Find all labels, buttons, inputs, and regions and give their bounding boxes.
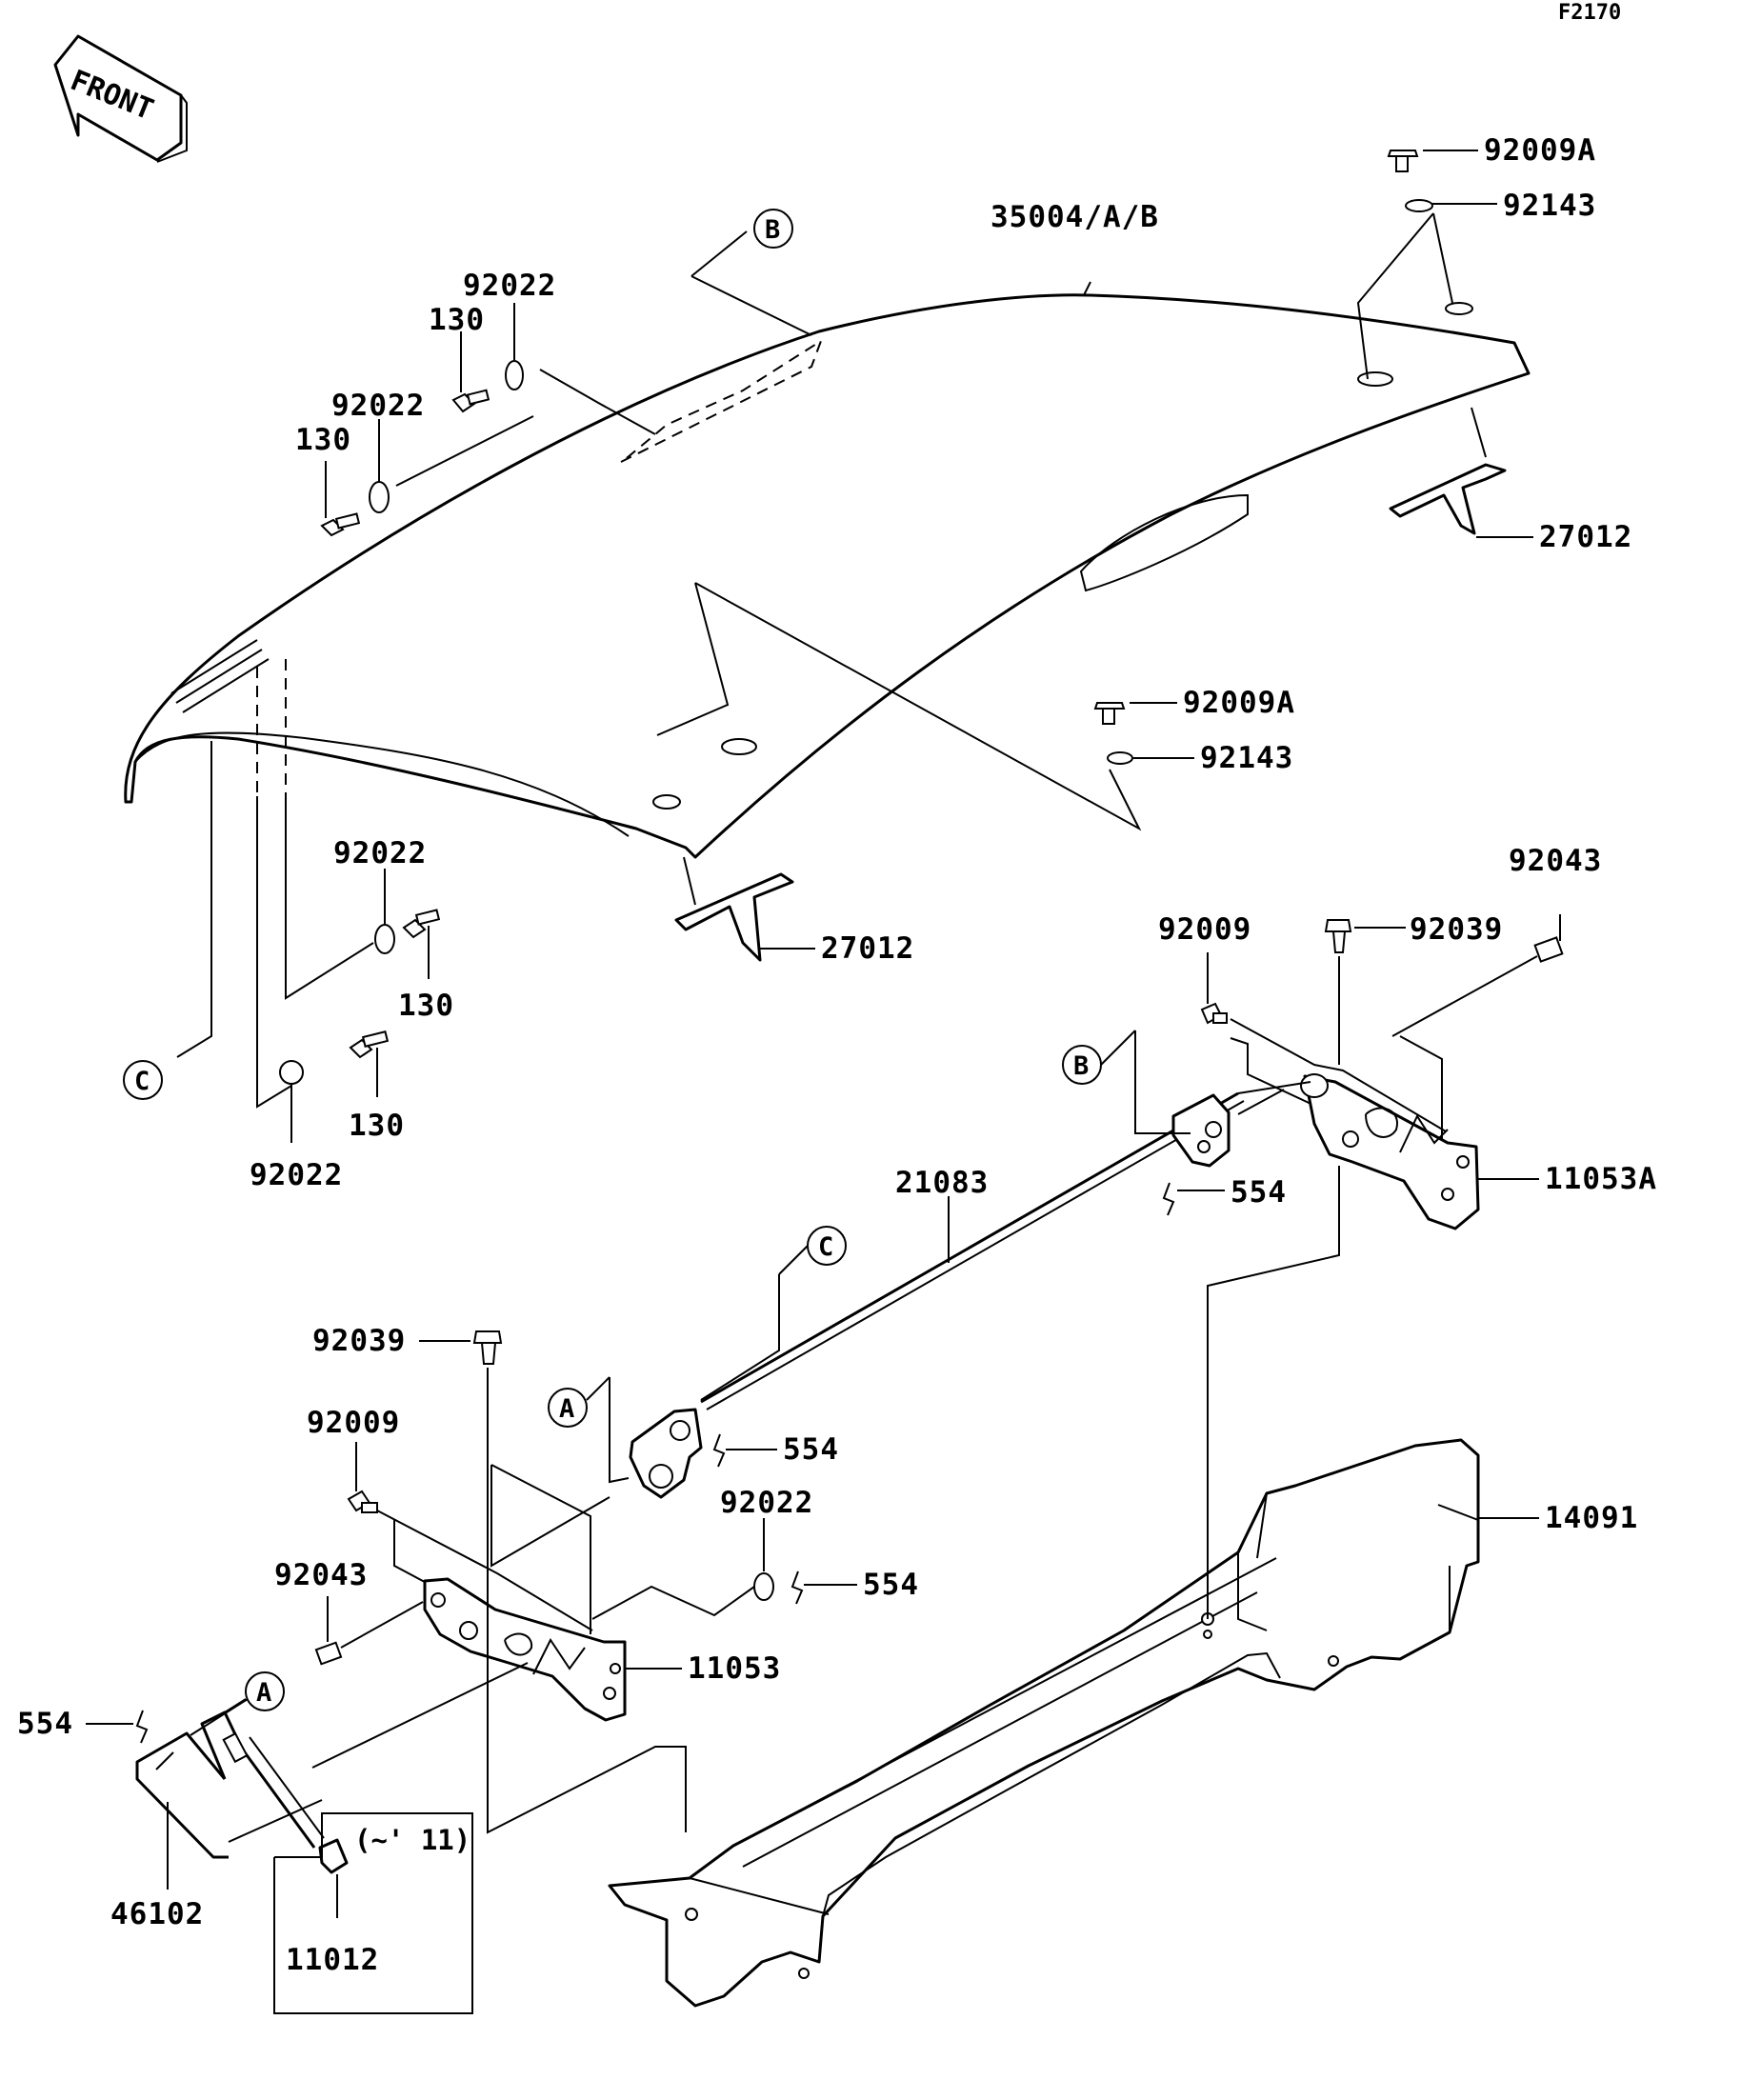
note-text: (~' 11) — [354, 1824, 470, 1856]
collar-mid — [1107, 751, 1194, 765]
callout-c-left: C — [123, 1060, 163, 1100]
callout-a-lower: A — [245, 1671, 285, 1711]
diagram-code: F2170 — [1558, 1, 1621, 25]
cap-left — [314, 1596, 343, 1666]
svg-text:C: C — [134, 1067, 150, 1096]
label-washer-mid: 92022 — [333, 836, 427, 870]
lever — [135, 1710, 316, 1890]
label-cotter-center-low: 554 — [863, 1568, 919, 1602]
label-clip-right: 27012 — [1539, 520, 1632, 554]
bracket-left — [423, 1577, 682, 1722]
bolt-mid — [402, 909, 441, 979]
label-cap-top: 92043 — [1509, 844, 1602, 878]
label-bolt-mid: 130 — [398, 989, 454, 1023]
tray — [608, 1438, 1539, 2008]
label-seat-cover: 35004/A/B — [991, 200, 1159, 234]
cotter-center-low — [790, 1570, 857, 1605]
label-washer-top-b: 92022 — [331, 389, 425, 423]
label-cotter-right: 554 — [1231, 1175, 1287, 1210]
label-washer-center: 92022 — [720, 1486, 813, 1520]
label-bolt-top-a: 130 — [429, 303, 485, 337]
callout-a-upper: A — [548, 1388, 588, 1428]
label-bolt-low: 130 — [349, 1109, 405, 1143]
label-screw-right-bracket: 92009 — [1158, 912, 1251, 947]
screw-mid — [1093, 702, 1177, 725]
washer-mid — [374, 869, 395, 954]
rivet-right — [1324, 919, 1406, 953]
label-cotter-center: 554 — [783, 1432, 839, 1467]
label-screw-top-right: 92009A — [1484, 133, 1596, 168]
seat-cover — [124, 293, 1531, 859]
bracket-right — [1300, 1073, 1539, 1230]
collar-top-right — [1405, 199, 1497, 212]
bolt-low — [349, 1030, 390, 1097]
label-cotter-left: 554 — [17, 1707, 73, 1741]
callout-b-upper: B — [753, 209, 793, 249]
screw-top-right — [1387, 150, 1478, 172]
svg-text:C: C — [818, 1232, 833, 1262]
washer-top-a — [505, 303, 524, 390]
svg-text:A: A — [256, 1678, 271, 1708]
label-bracket-left: 11053 — [688, 1651, 781, 1686]
label-bracket-right: 11053A — [1545, 1162, 1657, 1196]
note-box: (~' 11) — [273, 1812, 473, 2014]
label-cap-left: 92043 — [274, 1558, 368, 1592]
bolt-top-a — [451, 331, 490, 413]
screw-right-bracket — [1200, 952, 1228, 1025]
label-collar-top-right: 92143 — [1503, 189, 1596, 223]
label-washer-low: 92022 — [250, 1158, 343, 1192]
svg-text:A: A — [559, 1394, 574, 1424]
label-washer-top-a: 92022 — [463, 269, 556, 303]
washer-top-b — [369, 419, 390, 513]
washer-center — [753, 1518, 774, 1601]
label-rivet-left: 92039 — [312, 1324, 406, 1358]
clip-right — [1389, 463, 1533, 538]
label-screw-mid: 92009A — [1183, 686, 1295, 720]
label-rivet-right: 92039 — [1410, 912, 1503, 947]
label-clip-center: 27012 — [821, 931, 914, 966]
rod-end-left — [629, 1408, 703, 1499]
label-lever: 46102 — [110, 1897, 204, 1931]
cotter-right — [1162, 1182, 1225, 1216]
label-collar-mid: 92143 — [1200, 741, 1293, 775]
label-rod: 21083 — [895, 1166, 989, 1200]
clip-center — [674, 872, 815, 962]
rod — [700, 1091, 1245, 1410]
label-screw-left-bracket: 92009 — [307, 1406, 400, 1440]
screw-left-bracket — [347, 1442, 378, 1513]
cotter-center — [712, 1433, 777, 1468]
rod-end-right — [1171, 1093, 1231, 1168]
rivet-left — [419, 1330, 503, 1365]
label-tray: 14091 — [1545, 1501, 1638, 1535]
washer-low — [279, 1060, 304, 1143]
bolt-top-b — [320, 461, 361, 537]
label-bolt-top-b: 130 — [295, 423, 351, 457]
cotter-left — [86, 1710, 149, 1744]
front-direction-arrow: FRONT — [53, 34, 188, 163]
svg-text:B: B — [1073, 1051, 1089, 1081]
callout-c-right: C — [807, 1226, 847, 1266]
boot — [318, 1838, 349, 1918]
svg-text:B: B — [765, 215, 780, 245]
label-boot: 11012 — [286, 1943, 379, 1977]
cap-top — [1533, 914, 1564, 963]
callout-b-lower: B — [1062, 1045, 1102, 1085]
